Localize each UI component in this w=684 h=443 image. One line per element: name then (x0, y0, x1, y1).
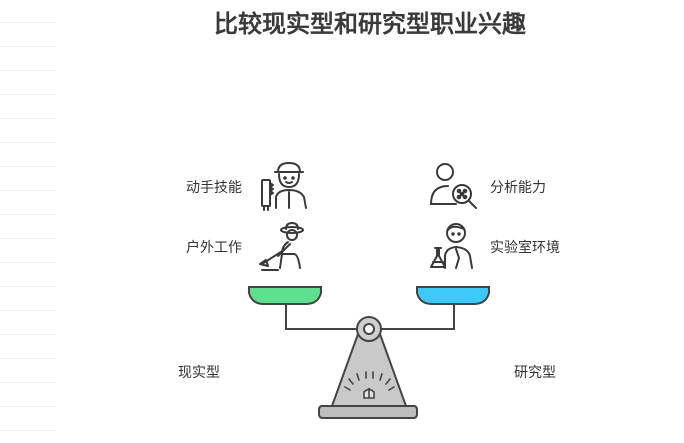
investigative-pan (416, 286, 490, 305)
skill-label-lab: 实验室环境 (490, 240, 560, 256)
realistic-pan (248, 286, 322, 305)
realistic-type-label: 现实型 (178, 365, 220, 381)
worker-with-saw-icon (258, 160, 312, 212)
scientist-flask-icon (428, 220, 482, 272)
scale-base (318, 405, 418, 419)
page-title: 比较现实型和研究型职业兴趣 (214, 10, 526, 38)
farmer-digging-icon (258, 220, 312, 272)
skill-label-manual: 动手技能 (186, 180, 242, 196)
skill-label-analysis: 分析能力 (490, 180, 546, 196)
skill-label-outdoor: 户外工作 (186, 240, 242, 256)
balance-scale-icon (240, 280, 500, 425)
person-magnifier-icon (428, 160, 482, 212)
investigative-type-label: 研究型 (514, 365, 556, 381)
